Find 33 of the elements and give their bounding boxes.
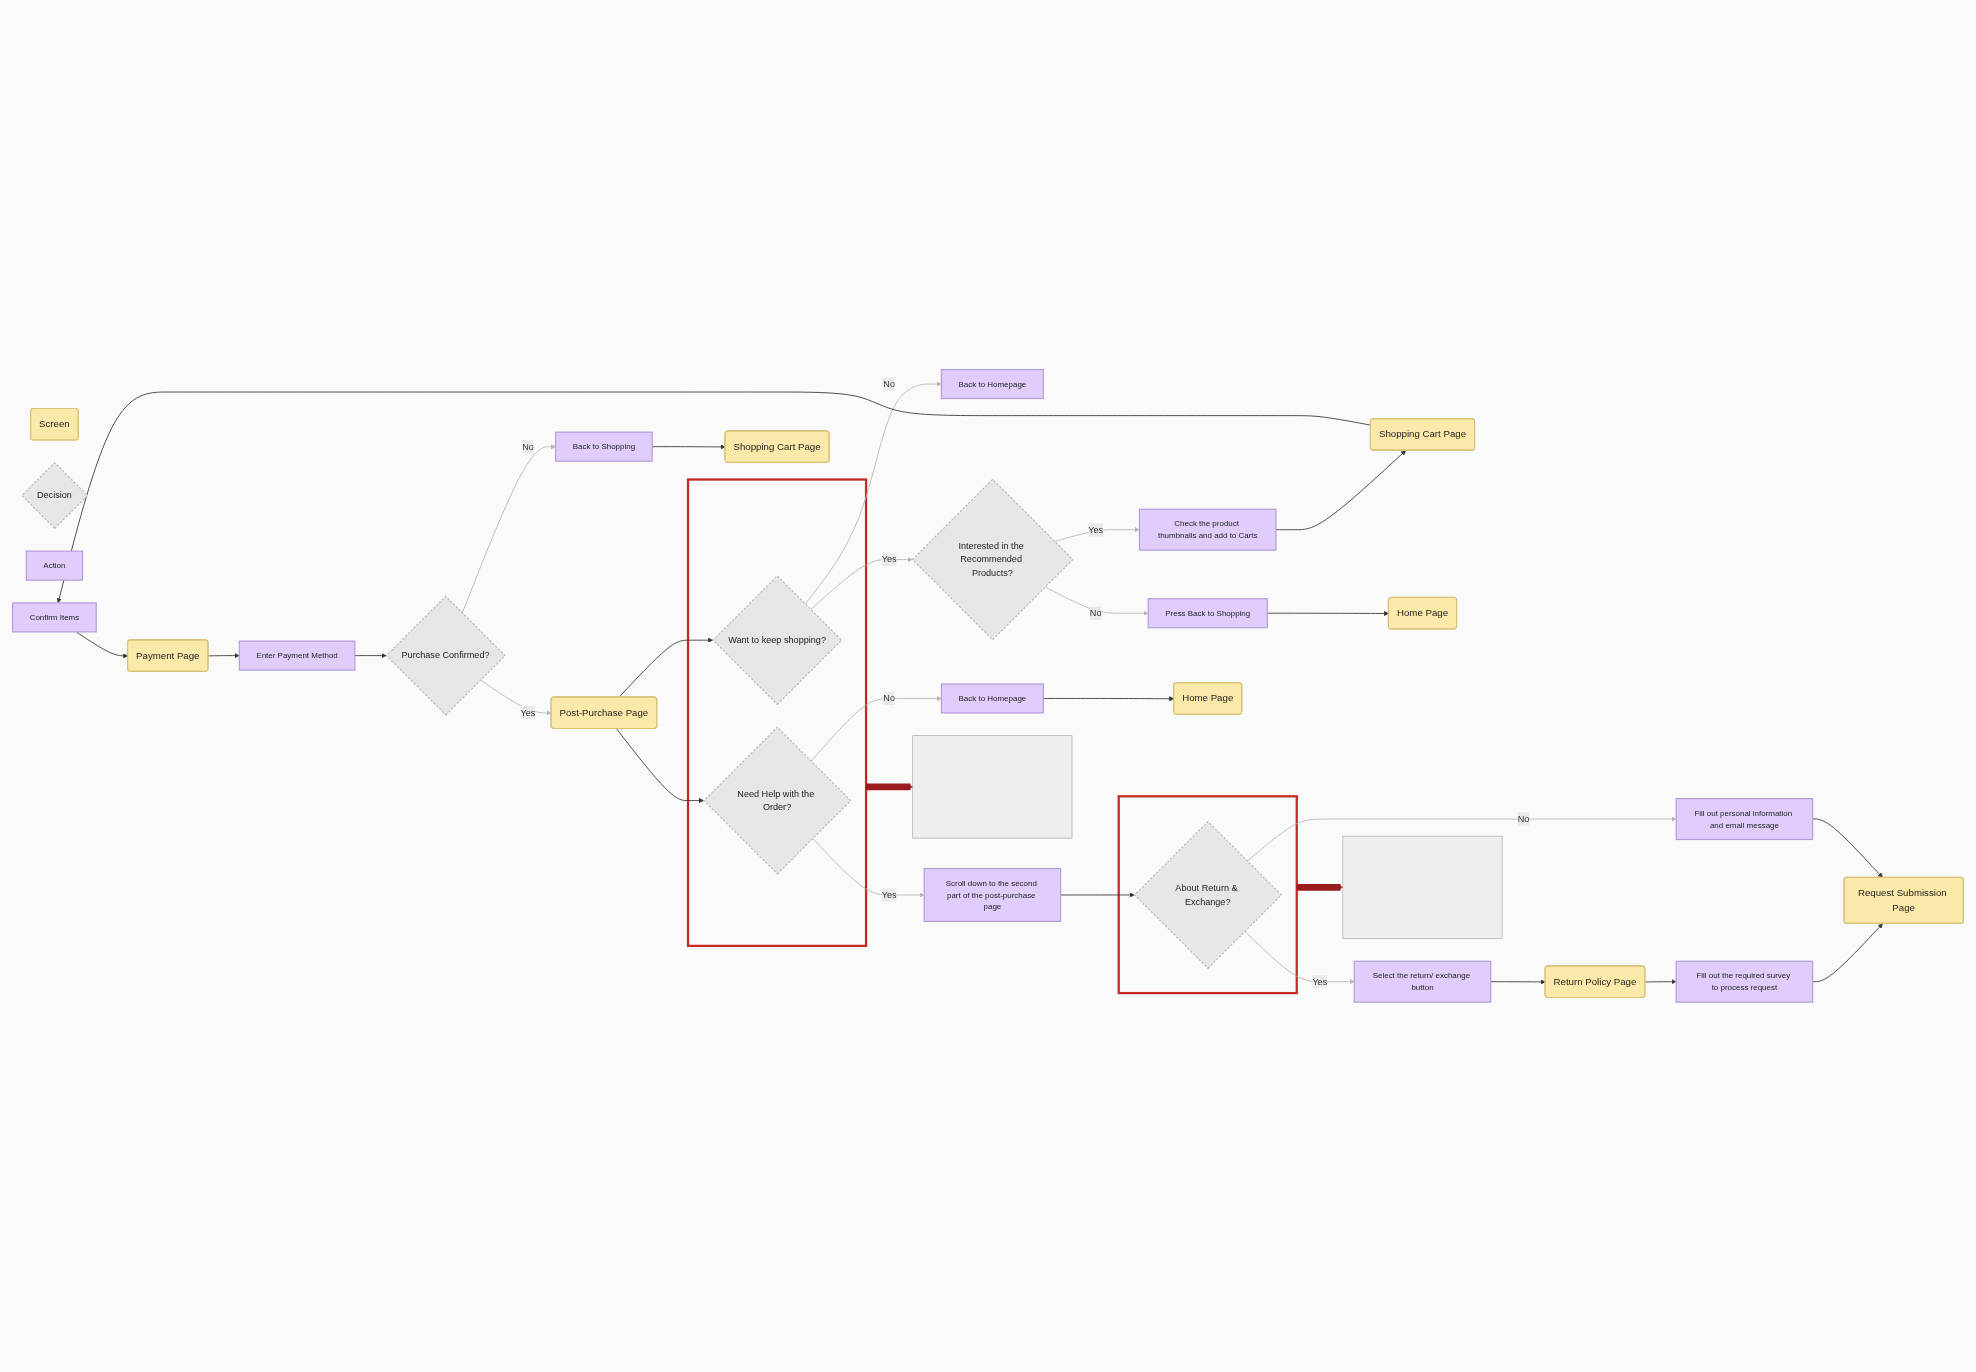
edge-label: No	[1089, 608, 1102, 618]
node-box	[912, 735, 1073, 839]
cluster	[1117, 795, 1298, 995]
node-box	[1675, 798, 1814, 841]
node-box	[1138, 508, 1277, 551]
arrow	[1296, 884, 1344, 891]
node-diamond	[21, 462, 89, 530]
node-box	[555, 431, 653, 462]
node-diamond	[911, 478, 1074, 641]
edge-label: No	[522, 441, 534, 452]
node-box	[923, 868, 1062, 923]
edge-label: Yes	[881, 554, 897, 565]
edge-label: No	[883, 379, 895, 389]
node-box	[1147, 598, 1268, 629]
node-box	[25, 550, 84, 581]
cluster	[686, 478, 868, 948]
edge-label: No	[883, 693, 895, 704]
node-box	[1353, 960, 1492, 1003]
edge-label: Yes	[520, 707, 536, 718]
node-diamond	[703, 726, 852, 875]
edge-label: Yes	[881, 889, 897, 900]
edge-label: Yes	[1088, 524, 1104, 535]
node-diamond	[712, 575, 843, 706]
node-box	[1675, 960, 1814, 1003]
node-box	[12, 602, 97, 633]
edge-label: No	[1517, 814, 1530, 824]
node-diamond	[1133, 820, 1283, 970]
node-box	[1342, 835, 1503, 939]
node-box	[238, 640, 356, 671]
node-diamond	[385, 595, 506, 716]
node-box	[940, 369, 1044, 400]
node-box	[940, 683, 1044, 714]
edge-label: Yes	[1312, 976, 1328, 987]
